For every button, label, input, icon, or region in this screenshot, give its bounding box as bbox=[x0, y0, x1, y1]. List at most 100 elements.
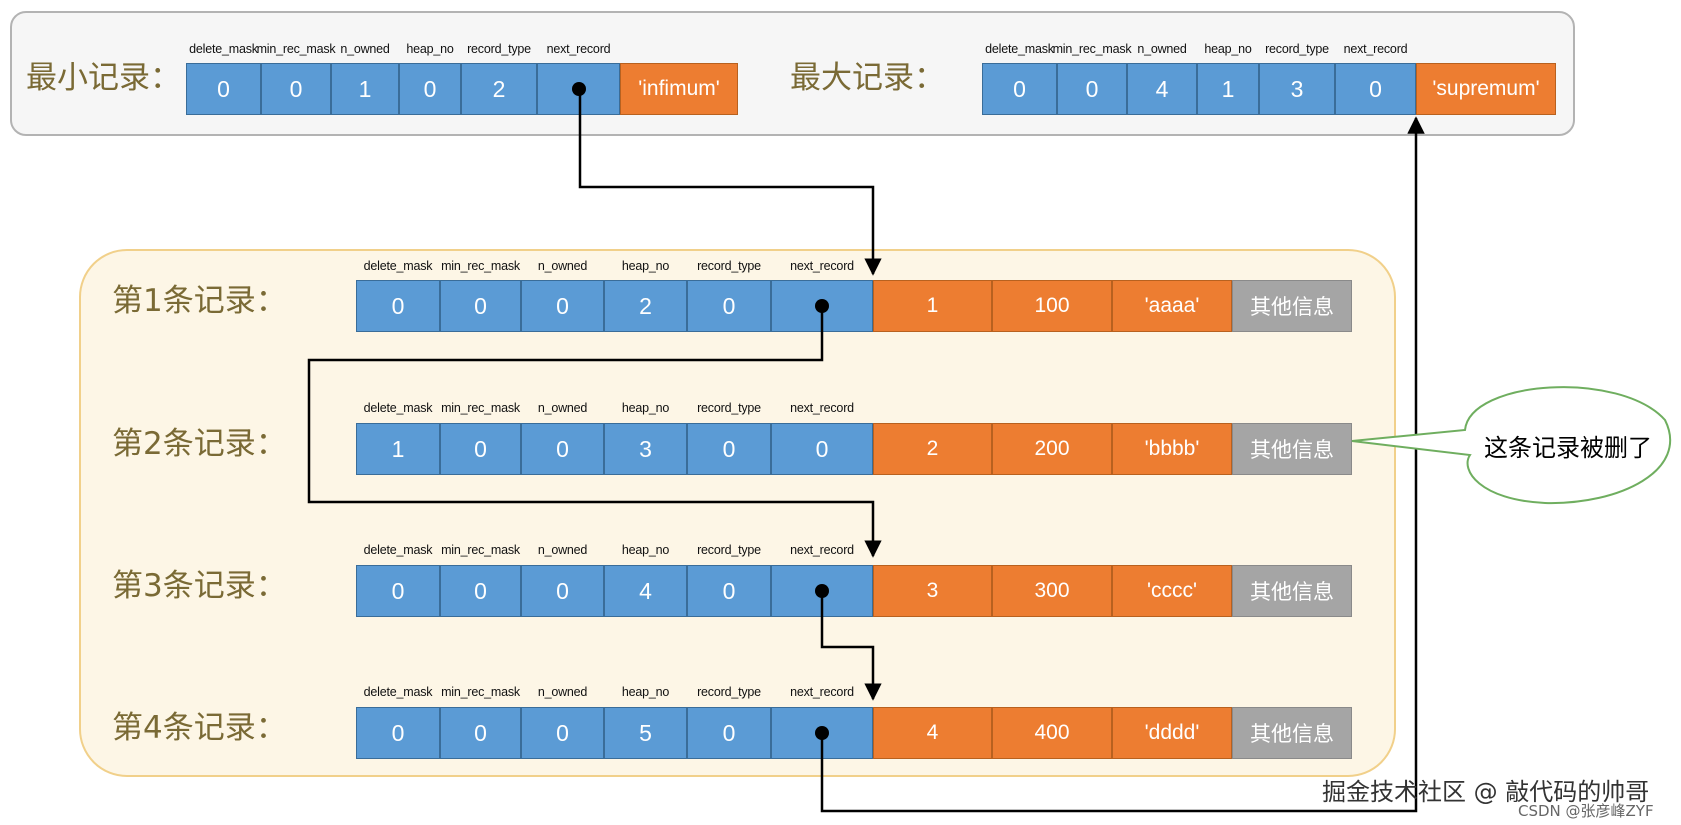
record-4-header-4: record_type bbox=[697, 685, 761, 699]
max-record-field-1: 0 bbox=[1057, 63, 1127, 115]
record-2-label: 第2条记录： bbox=[112, 426, 287, 462]
record-4-header-2: n_owned bbox=[537, 685, 588, 699]
max-record-header-1: min_rec_mask bbox=[1052, 42, 1132, 56]
min-record-field-3: 0 bbox=[399, 63, 461, 115]
record-4-data-3: 其他信息 bbox=[1232, 707, 1352, 759]
user-records-panel bbox=[79, 249, 1396, 777]
min-record-field-1: 0 bbox=[261, 63, 331, 115]
max-record-header-2: n_owned bbox=[1137, 42, 1187, 56]
max-record-field-4: 3 bbox=[1259, 63, 1335, 115]
record-3-header-5: next_record bbox=[790, 543, 854, 557]
record-1-field-0: 0 bbox=[356, 280, 440, 332]
record-4-label: 第4条记录： bbox=[112, 710, 287, 746]
record-1-field-3: 2 bbox=[604, 280, 687, 332]
max-record-field-5: 0 bbox=[1335, 63, 1416, 115]
min-record-header-4: record_type bbox=[467, 42, 531, 56]
max-record-header-3: heap_no bbox=[1204, 42, 1252, 56]
min-record-field-2: 1 bbox=[331, 63, 399, 115]
max-record-header-4: record_type bbox=[1265, 42, 1329, 56]
record-1-data-2: 'aaaa' bbox=[1112, 280, 1232, 332]
callout-text: 这条记录被删了 bbox=[1484, 434, 1652, 462]
link-infimum-to-record1 bbox=[578, 91, 882, 276]
record-2-header-3: heap_no bbox=[621, 401, 670, 415]
record-4-field-4: 0 bbox=[687, 707, 771, 759]
min-record-header-0: delete_mask bbox=[189, 42, 258, 56]
record-2-field-3: 3 bbox=[604, 423, 687, 475]
watermark-sub: CSDN @张彦峰ZYF bbox=[1518, 802, 1654, 820]
record-3-data-2: 'cccc' bbox=[1112, 565, 1232, 617]
record-1-data-3: 其他信息 bbox=[1232, 280, 1352, 332]
record-2-field-2: 0 bbox=[521, 423, 604, 475]
record-1-header-2: n_owned bbox=[537, 259, 588, 273]
record-3-header-0: delete_mask bbox=[363, 543, 433, 557]
link-record3-to-record4 bbox=[820, 590, 882, 701]
record-2-header-2: n_owned bbox=[537, 401, 588, 415]
record-1-header-5: next_record bbox=[790, 259, 854, 273]
min-record-field-0: 0 bbox=[186, 63, 261, 115]
record-1-header-4: record_type bbox=[697, 259, 761, 273]
max-record-header-5: next_record bbox=[1343, 42, 1408, 56]
record-4-data-2: 'dddd' bbox=[1112, 707, 1232, 759]
record-4-field-1: 0 bbox=[440, 707, 521, 759]
record-2-data-1: 200 bbox=[992, 423, 1112, 475]
record-2-data-0: 2 bbox=[873, 423, 992, 475]
min-record-field-5 bbox=[537, 63, 620, 115]
max-record-field-0: 0 bbox=[982, 63, 1057, 115]
record-3-header-3: heap_no bbox=[621, 543, 670, 557]
record-1-header-3: heap_no bbox=[621, 259, 670, 273]
record-2-field-0: 1 bbox=[356, 423, 440, 475]
record-3-label: 第3条记录： bbox=[112, 568, 287, 604]
record-2-header-0: delete_mask bbox=[363, 401, 433, 415]
record-1-field-1: 0 bbox=[440, 280, 521, 332]
max-record-data: 'supremum' bbox=[1416, 63, 1556, 115]
record-1-header-1: min_rec_mask bbox=[441, 259, 520, 273]
record-3-header-2: n_owned bbox=[537, 543, 588, 557]
record-2-header-1: min_rec_mask bbox=[441, 401, 520, 415]
record-2-field-1: 0 bbox=[440, 423, 521, 475]
record-3-header-4: record_type bbox=[697, 543, 761, 557]
record-1-field-2: 0 bbox=[521, 280, 604, 332]
min-record-data: 'infimum' bbox=[620, 63, 738, 115]
record-3-field-4: 0 bbox=[687, 565, 771, 617]
record-1-label: 第1条记录： bbox=[112, 283, 287, 319]
link-record4-to-supremum bbox=[820, 116, 1425, 813]
record-3-field-3: 4 bbox=[604, 565, 687, 617]
record-2-field-4: 0 bbox=[687, 423, 771, 475]
max-record-field-2: 4 bbox=[1127, 63, 1197, 115]
min-record-header-1: min_rec_mask bbox=[256, 42, 336, 56]
record-2-data-2: 'bbbb' bbox=[1112, 423, 1232, 475]
max-record-label: 最大记录： bbox=[790, 60, 945, 96]
record-1-header-0: delete_mask bbox=[363, 259, 433, 273]
record-4-header-5: next_record bbox=[790, 685, 854, 699]
min-record-header-5: next_record bbox=[546, 42, 611, 56]
record-4-field-0: 0 bbox=[356, 707, 440, 759]
min-record-label: 最小记录： bbox=[26, 60, 181, 96]
record-3-field-0: 0 bbox=[356, 565, 440, 617]
record-4-data-0: 4 bbox=[873, 707, 992, 759]
record-2-header-4: record_type bbox=[697, 401, 761, 415]
record-4-header-0: delete_mask bbox=[363, 685, 433, 699]
record-4-data-1: 400 bbox=[992, 707, 1112, 759]
record-3-field-1: 0 bbox=[440, 565, 521, 617]
record-4-field-3: 5 bbox=[604, 707, 687, 759]
link-record1-to-record3 bbox=[307, 305, 882, 558]
record-2-field-5: 0 bbox=[771, 423, 873, 475]
min-record-next-pointer-dot bbox=[571, 82, 586, 96]
record-2-header-5: next_record bbox=[790, 401, 854, 415]
record-3-data-1: 300 bbox=[992, 565, 1112, 617]
record-1-data-1: 100 bbox=[992, 280, 1112, 332]
max-record-field-3: 1 bbox=[1197, 63, 1259, 115]
record-3-data-0: 3 bbox=[873, 565, 992, 617]
record-4-header-3: heap_no bbox=[621, 685, 670, 699]
min-record-header-3: heap_no bbox=[406, 42, 454, 56]
record-3-field-2: 0 bbox=[521, 565, 604, 617]
record-2-data-3: 其他信息 bbox=[1232, 423, 1352, 475]
record-4-field-2: 0 bbox=[521, 707, 604, 759]
record-1-field-4: 0 bbox=[687, 280, 771, 332]
record-3-data-3: 其他信息 bbox=[1232, 565, 1352, 617]
max-record-header-0: delete_mask bbox=[985, 42, 1054, 56]
record-1-data-0: 1 bbox=[873, 280, 992, 332]
record-4-header-1: min_rec_mask bbox=[441, 685, 520, 699]
min-record-header-2: n_owned bbox=[340, 42, 390, 56]
